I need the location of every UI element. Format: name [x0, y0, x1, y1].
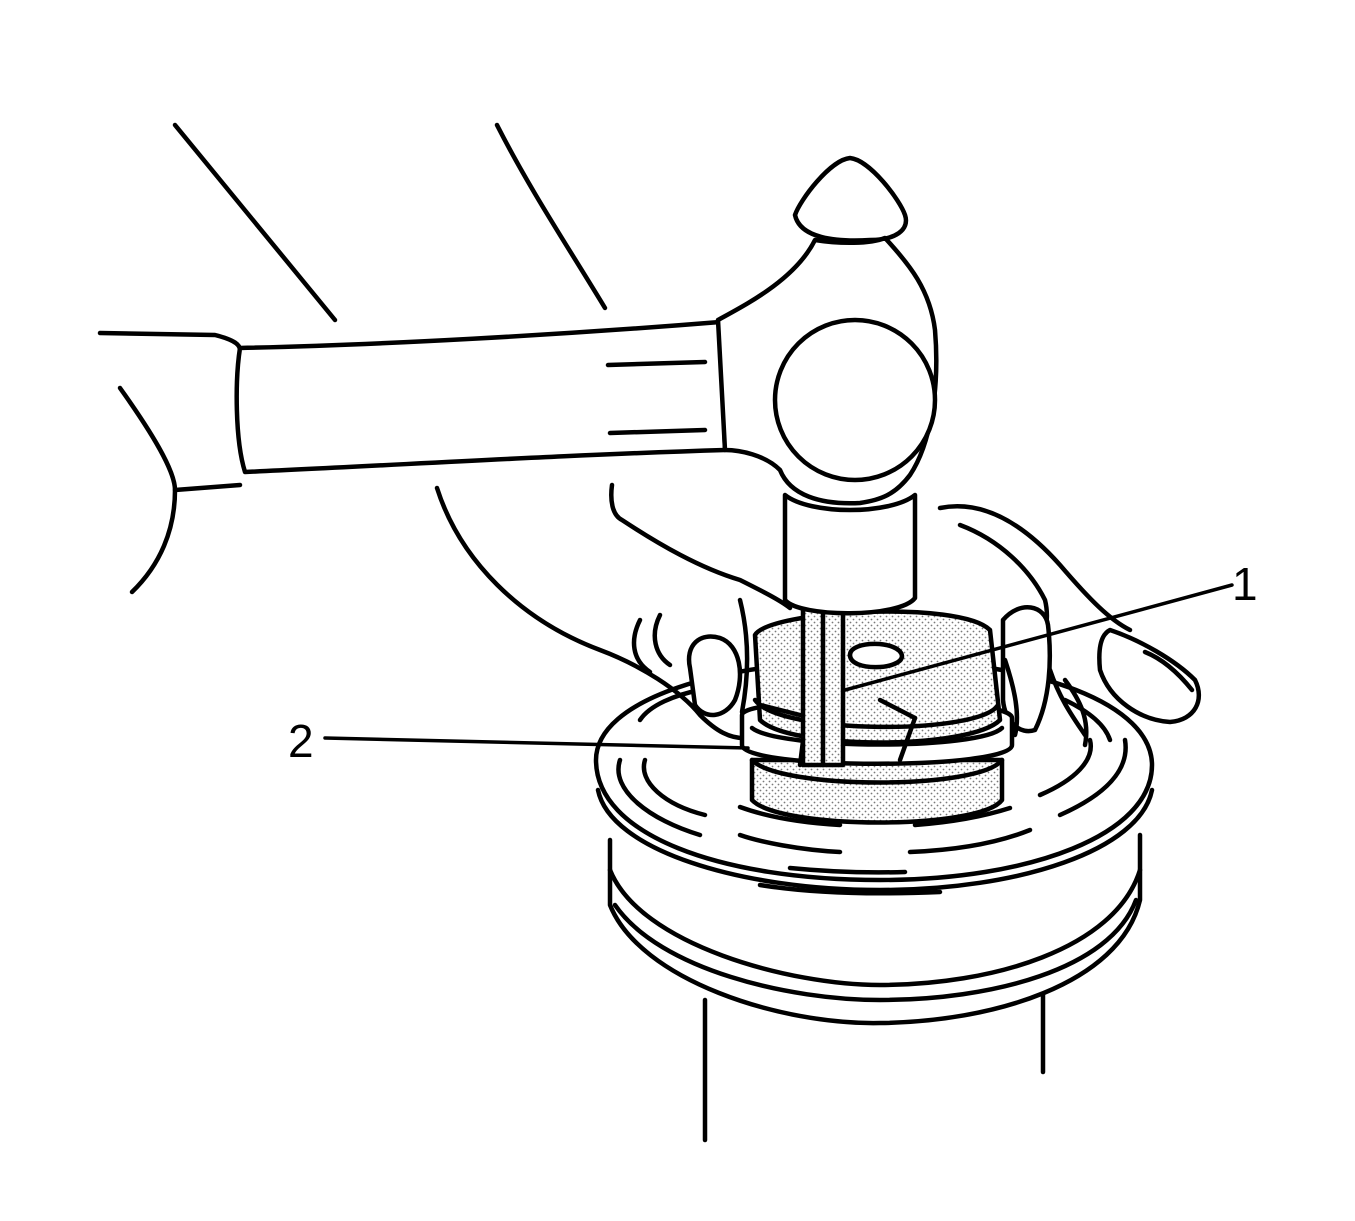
callout-1: 1 [843, 558, 1258, 692]
callout-2: 2 [288, 715, 750, 767]
callout-label-1: 1 [1232, 558, 1258, 610]
installer-tool [739, 602, 1015, 825]
callout-label-2: 2 [288, 715, 314, 767]
left-hand [434, 482, 793, 741]
leader-line-2 [323, 736, 750, 750]
arm [97, 122, 608, 595]
leader-line-1 [843, 583, 1234, 692]
hammer [234, 155, 939, 616]
